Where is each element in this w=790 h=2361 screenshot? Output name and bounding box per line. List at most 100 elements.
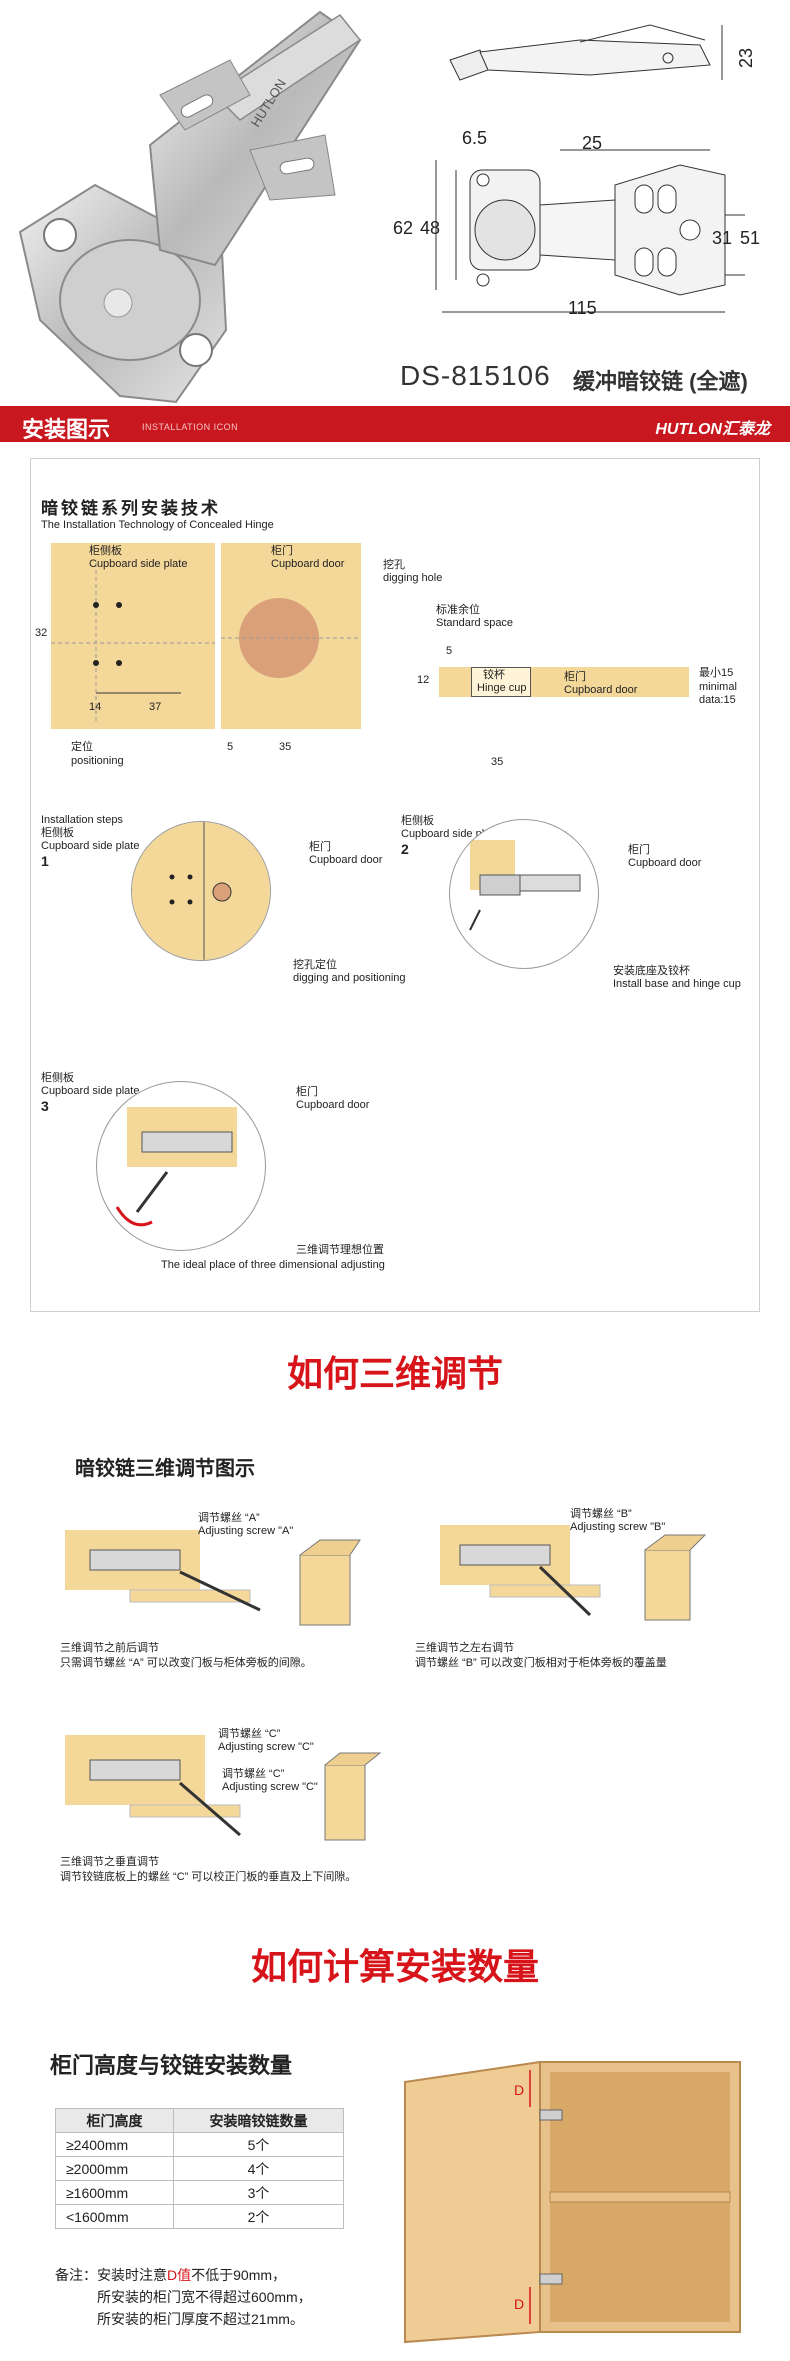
- calc-heading: 如何计算安装数量: [250, 1946, 539, 1987]
- model-label: DS-815106: [400, 360, 551, 391]
- step3-door-cn: 柜门: [296, 1086, 318, 1098]
- note-prefix: 备注：安装时注意: [55, 2267, 167, 2283]
- step3-number: 3: [41, 1098, 49, 1114]
- step1-door-en: Cupboard door: [309, 854, 383, 866]
- door-drawing: [221, 543, 361, 729]
- base-cup-en: Install base and hinge cup: [613, 978, 741, 990]
- adjust-c-figure: [60, 1725, 400, 1855]
- positioning-cn: 定位: [71, 741, 93, 753]
- adjust-a-desc: 只需调节螺丝 “A” 可以改变门板与柜体旁板的间隙。: [60, 1657, 312, 1669]
- minimal-en: minimal data:15: [699, 681, 737, 706]
- minimal-cn: 最小15: [699, 667, 734, 679]
- cabinet-illustration: [404, 2060, 741, 2344]
- step1-circle: [131, 821, 271, 961]
- d-label-bottom: D: [514, 2296, 525, 2312]
- step3-door-en: Cupboard door: [296, 1099, 370, 1111]
- dim-14-label: 14: [89, 701, 102, 713]
- step1-side-en: Cupboard side plate: [41, 840, 140, 852]
- screw-a-cn: 调节螺丝 “A”: [198, 1512, 260, 1524]
- door-en: Cupboard door: [271, 558, 345, 570]
- step2-door-cn: 柜门: [628, 844, 650, 856]
- side-plate-cn: 柜侧板: [89, 545, 122, 557]
- side-plate-drawing: [51, 543, 215, 729]
- row-height: ≥2000mm: [55, 2156, 174, 2181]
- d-label-top: D: [514, 2082, 525, 2098]
- installation-steps-label: Installation steps: [41, 814, 123, 826]
- step2-side-cn: 柜侧板: [401, 815, 434, 827]
- adjust-c-title: 三维调节之垂直调节: [60, 1856, 159, 1868]
- hinge-cup-en: Hinge cup: [477, 682, 527, 694]
- adjust-subheading: 暗铰链三维调节图示: [75, 1458, 255, 1480]
- screw-c-en-2: Adjusting screw "C": [222, 1781, 318, 1793]
- step3-side-cn: 柜侧板: [41, 1072, 74, 1084]
- screw-b-en: Adjusting screw "B": [570, 1521, 666, 1533]
- row-height: <1600mm: [55, 2204, 174, 2229]
- screw-c-cn-2: 调节螺丝 “C”: [222, 1768, 285, 1780]
- dim-32-label: 32: [35, 627, 48, 639]
- note-line-1: 备注：安装时注意D值不低于90mm，: [55, 2264, 312, 2286]
- row-count: 2个: [173, 2204, 344, 2229]
- install-band-brand: HUTLON汇泰龙: [655, 421, 770, 438]
- base-cup-cn: 安装底座及铰杯: [613, 965, 690, 977]
- install-header-band: 安装图示 INSTALLATION ICON HUTLON汇泰龙: [0, 406, 790, 442]
- note-d-value: D值: [167, 2267, 192, 2283]
- table-header-row: 柜门高度 安装暗铰链数量: [55, 2108, 344, 2133]
- hinge-cup-cn: 铰杯: [483, 669, 505, 681]
- note-line-3: 所安装的柜门厚度不超过21mm。: [97, 2311, 304, 2327]
- adjust-b-desc: 调节螺丝 “B” 可以改变门板相对于柜体旁板的覆盖量: [415, 1657, 667, 1669]
- positioning-en: positioning: [71, 755, 124, 767]
- install-panel: 暗铰链系列安装技术 The Installation Technology of…: [30, 458, 760, 1312]
- row-height: ≥2400mm: [55, 2132, 174, 2157]
- row-height: ≥1600mm: [55, 2180, 174, 2205]
- digging-hole-en: digging hole: [383, 572, 443, 584]
- hinge-photo: HUTLON: [18, 10, 362, 404]
- ideal-place-en: The ideal place of three dimensional adj…: [161, 1259, 385, 1271]
- standard-space-cn: 标准余位: [436, 604, 480, 616]
- dim-37-label: 37: [149, 701, 162, 713]
- row-count: 4个: [173, 2156, 344, 2181]
- ideal-place-cn: 三维调节理想位置: [296, 1244, 384, 1256]
- hinge-side-drawing: [449, 24, 723, 81]
- calc-note: 备注：安装时注意D值不低于90mm， 所安装的柜门宽不得超过600mm， 所安装…: [55, 2264, 312, 2330]
- col-height-header: 柜门高度: [55, 2108, 174, 2133]
- product-section: HUTLON 23 6.5 25 62 48 31 51 115 DS-8151…: [0, 0, 790, 406]
- dim-23: 23: [736, 48, 756, 69]
- note-suffix: 不低于90mm，: [191, 2267, 287, 2283]
- step1-number: 1: [41, 853, 49, 869]
- dim-35-label: 35: [279, 741, 292, 753]
- install-title-cn: 暗铰链系列安装技术: [41, 499, 221, 518]
- screw-b-cn: 调节螺丝 “B”: [570, 1508, 632, 1520]
- adjust-a-figure: [60, 1510, 380, 1640]
- adjust-heading: 如何三维调节: [286, 1353, 503, 1394]
- dim-6-5: 6.5: [462, 128, 488, 148]
- install-band-title: 安装图示: [22, 417, 111, 442]
- step2-number: 2: [401, 841, 409, 857]
- note-line-2: 所安装的柜门宽不得超过600mm，: [97, 2289, 312, 2305]
- install-title-en: The Installation Technology of Concealed…: [41, 519, 274, 531]
- hinge-plan-drawing: [435, 149, 745, 313]
- section-dim-35: 35: [491, 756, 504, 768]
- screw-a-en: Adjusting screw "A": [198, 1525, 294, 1537]
- step3-circle: [96, 1081, 266, 1251]
- adjust-b-title: 三维调节之左右调节: [415, 1642, 514, 1654]
- step3-side-en: Cupboard side plate: [41, 1085, 140, 1097]
- section-dim-12: 12: [417, 674, 430, 686]
- row-count: 5个: [173, 2132, 344, 2157]
- dig-position-en: digging and positioning: [293, 972, 406, 984]
- dim-48: 48: [420, 218, 441, 238]
- digging-hole-cn: 挖孔: [383, 559, 405, 571]
- adjust-a-title: 三维调节之前后调节: [60, 1642, 159, 1654]
- step1-side-cn: 柜侧板: [41, 827, 74, 839]
- dim-51: 51: [740, 228, 761, 248]
- calc-subheading: 柜门高度与铰链安装数量: [50, 2053, 293, 2078]
- dim-5-label: 5: [227, 741, 234, 753]
- hinge-cup-box: [471, 667, 531, 697]
- dim-115: 115: [568, 298, 597, 318]
- adjust-b-figure: [420, 1505, 750, 1635]
- side-plate-en: Cupboard side plate: [89, 558, 188, 570]
- dim-31: 31: [712, 228, 733, 248]
